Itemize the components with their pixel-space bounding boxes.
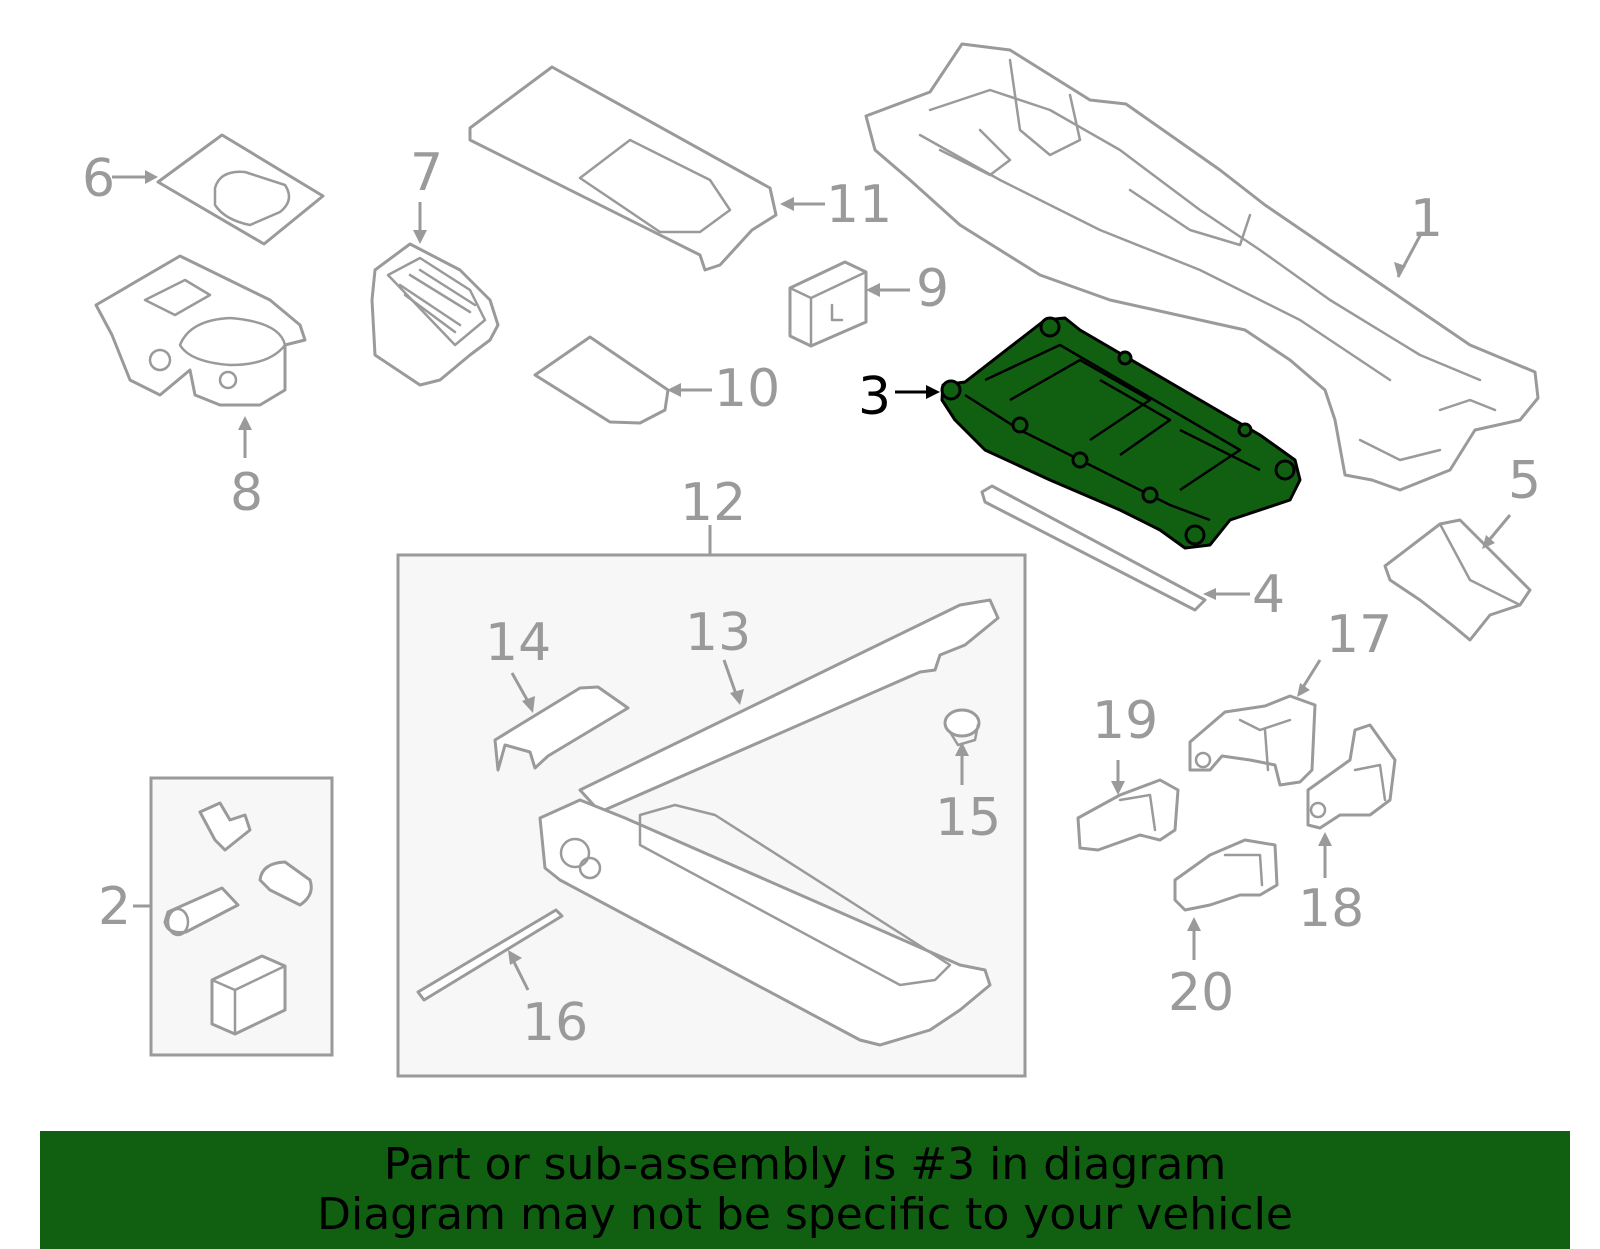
part-11-lid (468, 65, 825, 272)
part-8-cupholder (94, 254, 307, 458)
callout-20: 20 (1168, 963, 1234, 1023)
part-1-console-body (864, 42, 1540, 492)
callout-19: 19 (1092, 691, 1158, 751)
part-10-pad (533, 335, 712, 425)
banner-line-part-number: Part or sub-assembly is #3 in diagram (383, 1139, 1227, 1190)
part-17-bracket (1188, 659, 1322, 787)
callout-7: 7 (410, 143, 443, 203)
part-9-module (788, 260, 910, 348)
part-20-bracket (1173, 838, 1279, 960)
callout-3: 3 (858, 367, 891, 427)
part-6-mat (112, 133, 325, 246)
part-18-bracket (1306, 723, 1397, 878)
part-2-hardware-kit (133, 776, 334, 1057)
callout-2: 2 (98, 877, 131, 937)
callout-15: 15 (935, 788, 1001, 848)
info-banner: Part or sub-assembly is #3 in diagram Di… (40, 1131, 1570, 1249)
callout-14: 14 (485, 613, 551, 673)
part-19-bracket (1076, 760, 1180, 852)
callout-12: 12 (680, 473, 746, 533)
callout-17: 17 (1326, 605, 1392, 665)
callout-13: 13 (685, 603, 751, 663)
callout-5: 5 (1508, 451, 1541, 511)
callout-9: 9 (916, 259, 949, 319)
callout-10: 10 (714, 359, 780, 419)
part-4-trim-strip (980, 484, 1250, 612)
part-3-highlighted-tray (895, 316, 1302, 550)
callout-4: 4 (1252, 565, 1285, 625)
callout-1: 1 (1410, 189, 1443, 249)
part-7-vent (370, 202, 500, 387)
callout-11: 11 (826, 175, 892, 235)
part-5-end-cap (1383, 514, 1532, 642)
callout-16: 16 (522, 993, 588, 1053)
banner-line-disclaimer: Diagram may not be specific to your vehi… (317, 1189, 1293, 1240)
callout-8: 8 (230, 463, 263, 523)
callout-6: 6 (82, 149, 115, 209)
callout-18: 18 (1298, 879, 1364, 939)
part-12-armrest-kit (396, 525, 1027, 1078)
